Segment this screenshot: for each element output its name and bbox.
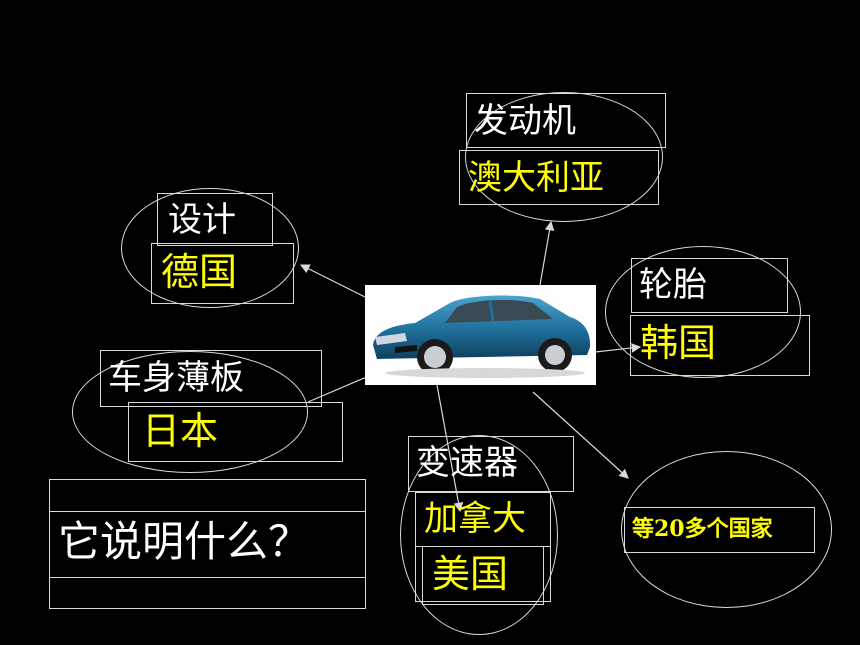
gearbox-label-box	[408, 436, 574, 492]
others-box	[624, 507, 815, 553]
body-label: 车身薄板	[108, 358, 244, 398]
tires-ellipse	[605, 246, 801, 378]
design-country-box	[151, 243, 294, 304]
tires-country-box	[630, 315, 810, 376]
engine-label-box	[466, 93, 666, 148]
body-country-box	[128, 402, 343, 462]
engine-ellipse	[465, 92, 663, 222]
gearbox-label: 变速器	[416, 443, 518, 483]
arrow-to-others	[532, 391, 629, 479]
gearbox-ellipse	[400, 435, 558, 635]
question-text: 它说明什么？	[58, 517, 311, 566]
tires-country: 韩国	[640, 321, 717, 365]
question-inner-box	[49, 511, 366, 578]
engine-country-box	[459, 150, 659, 205]
others-label: 等20多个国家	[632, 516, 773, 542]
body-label-box	[100, 350, 322, 407]
body-country: 日本	[142, 409, 219, 453]
engine-country: 澳大利亚	[468, 158, 604, 198]
others-ellipse	[621, 451, 832, 608]
tires-label-box	[631, 258, 788, 313]
design-ellipse	[121, 188, 299, 308]
gearbox-country1: 加拿大	[424, 499, 526, 539]
car-image	[365, 285, 596, 385]
tires-label: 轮胎	[639, 265, 707, 305]
gearbox-country2: 美国	[432, 552, 509, 596]
arrow-to-engine	[539, 220, 555, 286]
design-country: 德国	[161, 250, 238, 294]
design-label-box	[157, 193, 273, 246]
gearbox-country2-frame	[415, 546, 551, 602]
arrow-to-design	[299, 264, 366, 298]
design-label: 设计	[168, 200, 236, 240]
engine-label: 发动机	[474, 101, 576, 141]
body-ellipse	[72, 351, 308, 473]
